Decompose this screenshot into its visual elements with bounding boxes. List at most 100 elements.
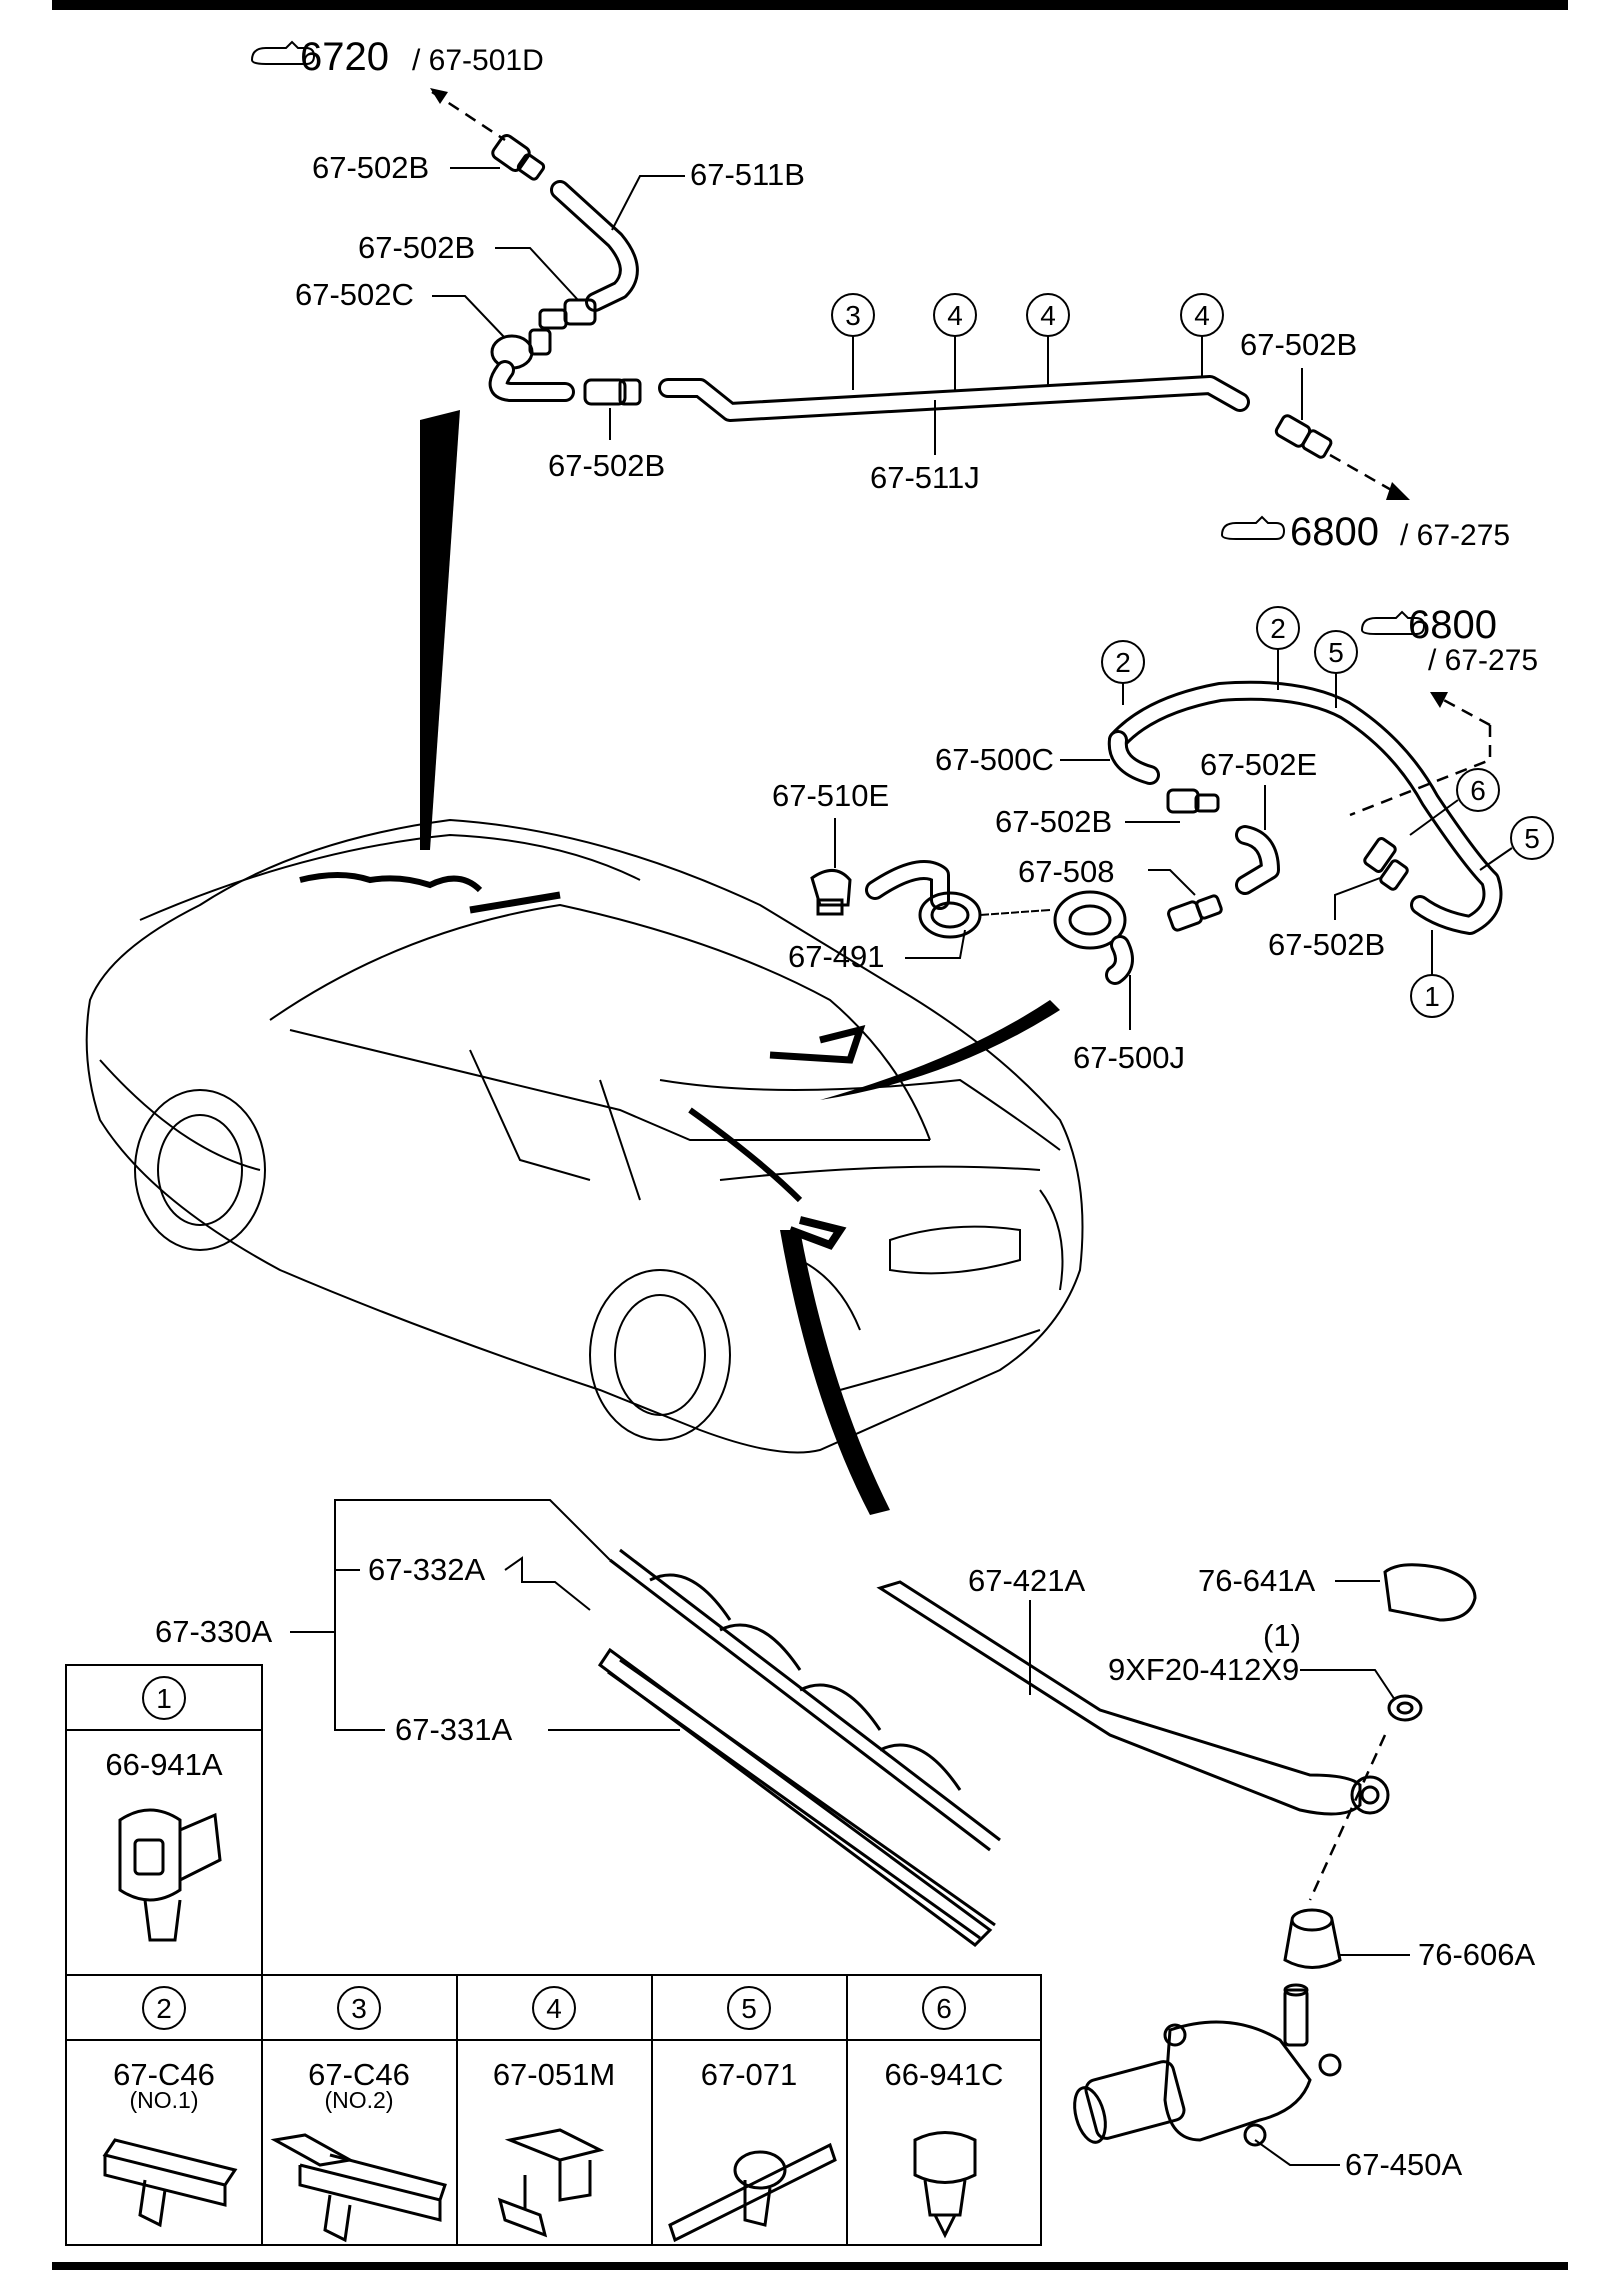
callout-mid-2a: 2 — [1101, 640, 1145, 705]
legend-part: 67-071 — [701, 2057, 798, 2092]
connector-67-502B-center — [1166, 788, 1220, 814]
label-67-502B: 67-502B — [1240, 327, 1357, 362]
leader-arrow-wiper — [780, 1230, 890, 1515]
cap-76-641A — [1383, 1563, 1477, 1622]
label-9XF20-412X9: 9XF20-412X9 — [1108, 1652, 1299, 1687]
label-67-511J: 67-511J — [870, 460, 980, 495]
rear-hose-assembly: 2 2 5 6800 / 67-275 6 5 — [772, 603, 1554, 1075]
arrow-head-icon — [430, 88, 448, 104]
label-67-502C: 67-502C — [295, 277, 414, 312]
callout-top-1: 3 — [831, 293, 875, 390]
label-67-500C: 67-500C — [935, 742, 1054, 777]
legend-part: 66-941A — [105, 1747, 223, 1782]
legend-cell-1: 1 66-941A — [105, 1676, 223, 1942]
legend-sub: (NO.2) — [325, 2087, 394, 2113]
svg-text:4: 4 — [1040, 300, 1056, 331]
hand-pointer-icon — [250, 40, 316, 65]
ref-6720[interactable]: 6720 / 67-501D — [250, 35, 544, 79]
label-67-508: 67-508 — [1018, 854, 1115, 889]
wiper-refill-67-331A — [597, 1647, 996, 1947]
svg-text:4: 4 — [1194, 300, 1210, 331]
legend-cell-4: 4 67-051M — [493, 1986, 615, 2238]
legend-cell-5: 5 67-071 — [668, 1986, 837, 2243]
label-67-332A: 67-332A — [368, 1552, 486, 1587]
clip-67-C46-no1-icon — [102, 2138, 238, 2228]
arrow-head-icon — [1430, 692, 1448, 708]
svg-text:3: 3 — [351, 1993, 367, 2024]
connector-67-502B-clip — [1363, 837, 1409, 891]
connector-67-508 — [1167, 894, 1223, 932]
callout-mid-2b: 2 — [1256, 606, 1300, 690]
svg-text:2: 2 — [1115, 647, 1131, 678]
callout-mid-6: 6 — [1409, 768, 1500, 836]
label-76-606A: 76-606A — [1418, 1937, 1536, 1972]
connector-67-502B-low — [583, 378, 642, 406]
clip-66-941A-icon — [118, 1808, 222, 1942]
label-67-502B: 67-502B — [548, 448, 665, 483]
ref-part: / 67-275 — [1428, 644, 1538, 677]
ref-number: 6720 — [300, 35, 389, 79]
label-67-421A: 67-421A — [968, 1563, 1086, 1598]
ref-part: / 67-275 — [1400, 519, 1510, 552]
cap-76-606A — [1283, 1908, 1342, 1969]
svg-text:5: 5 — [1328, 637, 1344, 668]
clip-67-071-icon — [668, 2142, 837, 2243]
svg-text:1: 1 — [156, 1683, 172, 1714]
label-67-330A: 67-330A — [155, 1614, 273, 1649]
callout-top-3: 4 — [1026, 293, 1070, 385]
label-67-502B: 67-502B — [995, 804, 1112, 839]
connector-67-502B-mid — [538, 298, 597, 330]
legend-cell-6: 6 66-941C — [885, 1986, 1004, 2239]
callout-top-2: 4 — [933, 293, 977, 390]
wiper-assembly: 67-332A 67-330A 67-331A 67-421A 76-641A — [155, 1499, 1536, 2182]
label-67-502B: 67-502B — [1268, 927, 1385, 962]
arrow-head-icon — [1386, 482, 1410, 500]
svg-text:6: 6 — [936, 1993, 952, 2024]
label-67-450A: 67-450A — [1345, 2147, 1463, 2182]
connector-67-502B-top — [491, 134, 546, 181]
dash-leader — [431, 90, 506, 142]
legend-part: 67-C46 — [113, 2057, 215, 2092]
label-67-502B: 67-502B — [358, 230, 475, 265]
svg-text:4: 4 — [546, 1993, 562, 2024]
label-76-641A: 76-641A — [1198, 1563, 1316, 1598]
label-67-511B: 67-511B — [690, 157, 805, 192]
legend-part: 67-051M — [493, 2057, 615, 2092]
label-67-331A: 67-331A — [395, 1712, 513, 1747]
legend-sub: (NO.1) — [130, 2087, 199, 2113]
legend-cell-3: 3 67-C46 (NO.2) — [270, 1986, 447, 2243]
svg-text:1: 1 — [1424, 981, 1440, 1012]
ref-number: 6800 — [1408, 603, 1497, 647]
callout-top-4: 4 — [1180, 293, 1224, 378]
svg-text:4: 4 — [947, 300, 963, 331]
nozzle-67-510E — [810, 869, 852, 916]
car-body — [85, 818, 1084, 1454]
legend-part: 66-941C — [885, 2057, 1004, 2092]
svg-text:5: 5 — [1524, 823, 1540, 854]
grommet-67-491 — [918, 890, 1127, 950]
clip-67-C46-no2-icon — [270, 2133, 447, 2243]
ref-6800-upper[interactable]: 6800 / 67-275 — [1360, 603, 1538, 677]
svg-text:3: 3 — [845, 300, 861, 331]
nut-9XF20 — [1387, 1694, 1423, 1722]
clip-66-941C-icon — [913, 2131, 977, 2239]
wiper-arm-67-421A — [876, 1580, 1390, 1816]
legend-part: 67-C46 — [308, 2057, 410, 2092]
clip-67-051M-icon — [497, 2128, 605, 2238]
leader-arrow-rear — [820, 1000, 1060, 1100]
svg-text:2: 2 — [1270, 613, 1286, 644]
label-67-500J: 67-500J — [1073, 1040, 1185, 1075]
label-67-502B: 67-502B — [312, 150, 429, 185]
bottom-border — [52, 2262, 1568, 2270]
callout-mid-1: 1 — [1410, 930, 1454, 1018]
legend-table: 1 66-941A 2 67-C46 (NO.1) 3 6 — [65, 1664, 1042, 2246]
svg-text:2: 2 — [156, 1993, 172, 2024]
wiper-blade-67-332A — [609, 1548, 1001, 1852]
callout-mid-5a: 5 — [1314, 630, 1358, 708]
ref-6800-mid[interactable]: 6800 / 67-275 — [1220, 510, 1510, 554]
label-67-491: 67-491 — [788, 939, 885, 974]
svg-text:5: 5 — [741, 1993, 757, 2024]
top-border — [52, 0, 1568, 10]
top-hose-assembly: 6720 / 67-501D 67-502B 67-511B 67-502B 6… — [250, 35, 1510, 554]
